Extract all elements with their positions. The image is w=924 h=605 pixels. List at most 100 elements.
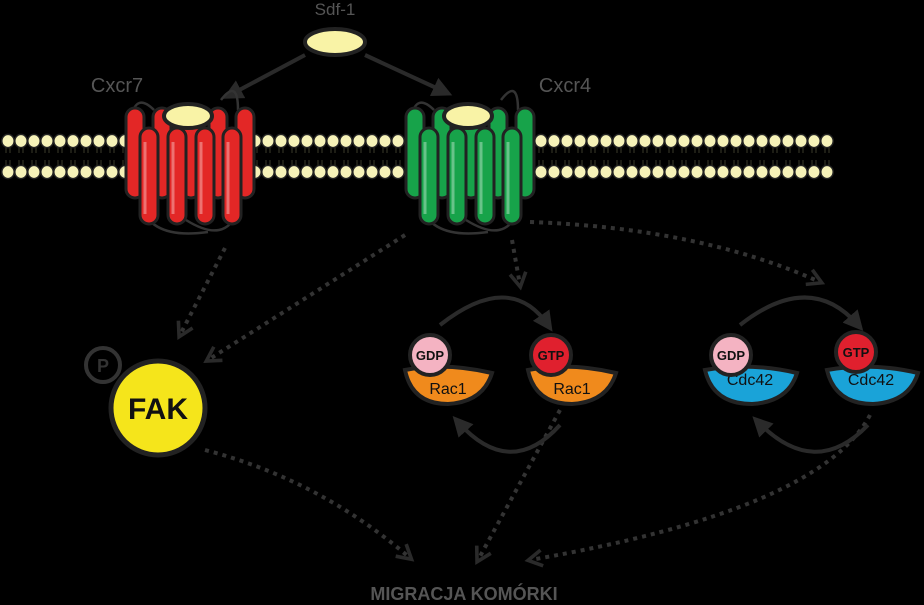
fak-to-migration-arrow [204, 448, 415, 562]
cdc42-gtp-label: Cdc42 [848, 372, 894, 389]
cxcr4-loop [500, 89, 520, 111]
lipid-head [768, 133, 782, 149]
lipid-head [677, 133, 691, 149]
lipid-head [300, 133, 314, 149]
cdc42-inactivation-arrow [752, 416, 870, 454]
lipid-head [573, 133, 587, 149]
lipid-head [92, 133, 106, 149]
cxcr4-helix [474, 126, 496, 226]
lipid-head [66, 164, 80, 180]
lipid-head [807, 164, 821, 180]
cxcr4-to-cdc42-arrow [529, 220, 826, 287]
lipid-head [625, 133, 639, 149]
lipid-head [79, 133, 93, 149]
rac1-gdp-text: GDP [416, 348, 445, 363]
lipid-head [586, 164, 600, 180]
lipid-head [560, 164, 574, 180]
lipid-head [794, 133, 808, 149]
lipid-head [560, 133, 574, 149]
cxcr7-helix [138, 126, 160, 226]
lipid-head [729, 164, 743, 180]
lipid-head [781, 133, 795, 149]
lipid-head [638, 164, 652, 180]
lipid-head [79, 164, 93, 180]
lipid-head [586, 133, 600, 149]
cxcr4-helix [501, 126, 523, 226]
lipid-head [326, 133, 340, 149]
lipid-head [781, 164, 795, 180]
lipid-head [352, 133, 366, 149]
sdf1-label: Sdf-1 [315, 0, 356, 19]
lipid-head [651, 133, 665, 149]
lipid-head [690, 133, 704, 149]
fak-node [108, 358, 208, 458]
cxcr7-to-fak-arrow [176, 247, 227, 340]
lipid-head [768, 164, 782, 180]
lipid-head [716, 133, 730, 149]
sdf1-ligand [303, 27, 367, 57]
lipid-head [27, 133, 41, 149]
phospho-label: P [97, 356, 109, 376]
lipid-head [105, 133, 119, 149]
lipid-head [378, 164, 392, 180]
cxcr4-label: Cxcr4 [539, 75, 591, 97]
lipid-head [651, 164, 665, 180]
lipid-head [66, 133, 80, 149]
lipid-head [664, 164, 678, 180]
cxcr4-helix [418, 126, 440, 226]
lipid-head [742, 164, 756, 180]
lipid-head [703, 133, 717, 149]
lipid-head [547, 133, 561, 149]
lipid-head [40, 164, 54, 180]
lipid-head [378, 133, 392, 149]
cxcr7-helix [166, 126, 188, 226]
cdc42-gdp-label: Cdc42 [727, 372, 773, 389]
lipid-head [729, 133, 743, 149]
lipid-head [274, 164, 288, 180]
rac1-gdp-badge [408, 333, 452, 377]
cell-migration-label: MIGRACJA KOMÓRKI [370, 583, 557, 604]
lipid-head [40, 133, 54, 149]
rac1-activation-arrow [438, 295, 553, 332]
cxcr7-bound-ligand [162, 102, 214, 130]
lipid-head [365, 133, 379, 149]
lipid-head [703, 164, 717, 180]
rac1-gtp-badge [529, 333, 573, 377]
lipid-head [313, 133, 327, 149]
lipid-head [625, 164, 639, 180]
cxcr7-helix [221, 126, 243, 226]
fak-label: FAK [128, 393, 188, 426]
cxcr7-loop [220, 89, 240, 111]
lipid-head [755, 164, 769, 180]
lipid-head [742, 133, 756, 149]
lipid-head [53, 164, 67, 180]
lipid-head [677, 164, 691, 180]
lipid-head [612, 164, 626, 180]
cxcr4-helix [446, 126, 468, 226]
lipid-head [638, 133, 652, 149]
ligand-to-cxcr4-arrow [364, 53, 453, 97]
rac1-inactivation-arrow [452, 416, 562, 454]
lipid-head [261, 164, 275, 180]
lipid-head [14, 133, 28, 149]
cdc42-gtp-text: GTP [843, 345, 870, 360]
cdc42-to-migration-arrow [524, 414, 872, 568]
lipid-head [92, 164, 106, 180]
cdc42-gdp-badge [709, 333, 753, 377]
lipid-head [391, 133, 405, 149]
lipid-head [716, 164, 730, 180]
cxcr4-to-rac1-arrow [508, 239, 528, 291]
lipid-head [352, 164, 366, 180]
lipid-head [339, 133, 353, 149]
lipid-head [807, 133, 821, 149]
lipid-head [326, 164, 340, 180]
lipid-head [287, 164, 301, 180]
lipid-head [612, 133, 626, 149]
phospho-circle [84, 346, 122, 384]
lipid-head [53, 133, 67, 149]
lipid-head [794, 164, 808, 180]
lipid-head [313, 164, 327, 180]
lipid-head [1, 164, 15, 180]
